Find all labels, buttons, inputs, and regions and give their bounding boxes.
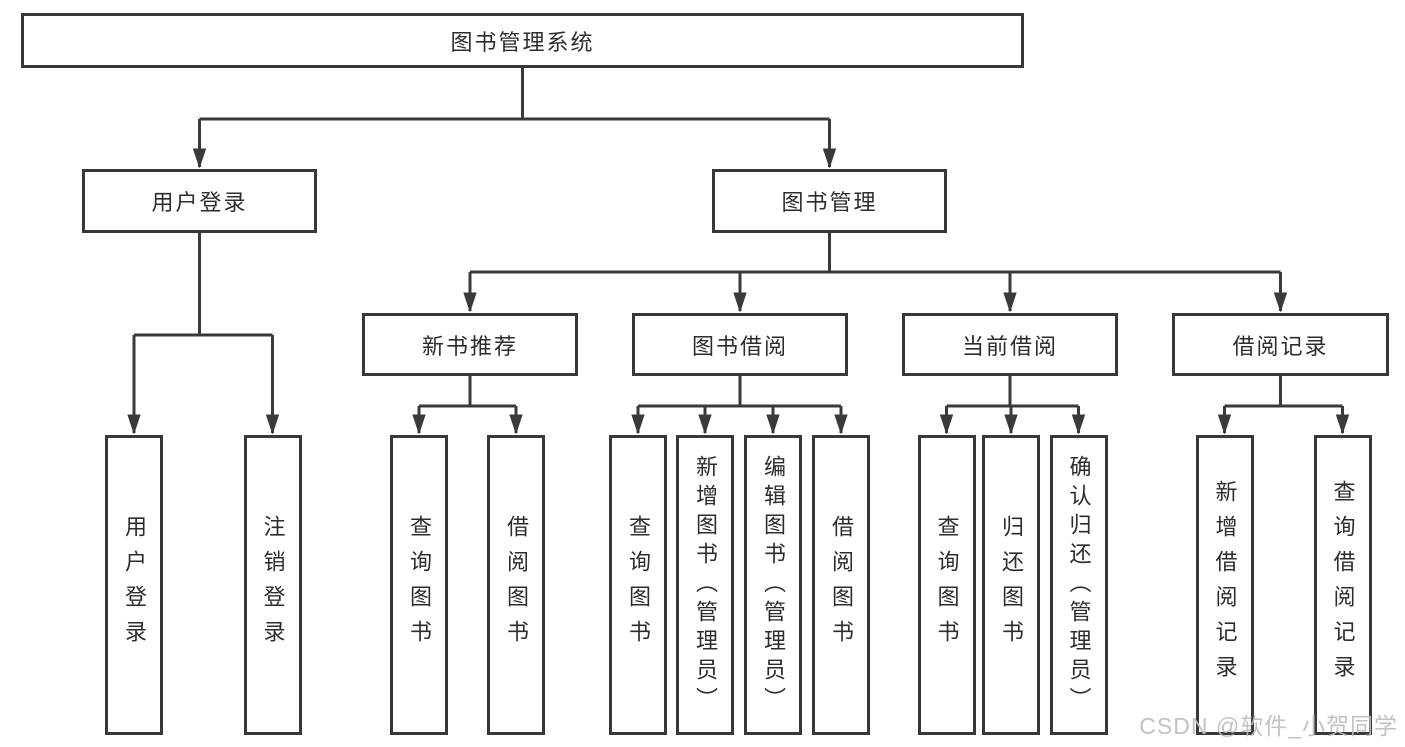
leaf-query-books-current: 查询图书	[917, 435, 976, 735]
connector-newbook-trunk	[419, 376, 516, 408]
leaf-add-borrow-record: 新增借阅记录	[1195, 435, 1254, 735]
leaf-query-books-recommend: 查询图书	[390, 435, 448, 735]
connector-borrow-trunk	[638, 376, 841, 408]
leaf-query-borrow-record: 查询借阅记录	[1313, 435, 1372, 735]
node-book-management: 图书管理	[712, 169, 947, 233]
leaf-query-books-borrow: 查询图书	[609, 435, 667, 735]
node-user-login: 用户登录	[82, 169, 317, 233]
leaf-add-book-admin: 新增图书（管理员）	[676, 435, 734, 735]
leaf-user-login: 用户登录	[105, 435, 163, 735]
node-borrowing-records: 借阅记录	[1172, 313, 1389, 376]
leaf-borrow-books: 借阅图书	[812, 435, 870, 735]
watermark-text: CSDN @软件_小贺同学	[1139, 713, 1398, 739]
connector-userlogin-trunk	[134, 233, 273, 337]
leaf-return-books: 归还图书	[982, 435, 1040, 735]
node-library-system: 图书管理系统	[21, 13, 1024, 68]
leaf-edit-book-admin: 编辑图书（管理员）	[744, 435, 802, 735]
leaf-confirm-return-admin: 确认归还（管理员）	[1049, 435, 1108, 735]
leaf-logout-login: 注销登录	[243, 435, 302, 735]
node-current-borrowing: 当前借阅	[902, 313, 1118, 376]
leaf-borrow-books-recommend: 借阅图书	[487, 435, 545, 735]
node-book-borrowing: 图书借阅	[632, 313, 848, 376]
connector-bookmgmt-trunk	[470, 233, 1281, 274]
node-new-book-recommend: 新书推荐	[362, 313, 578, 376]
connector-current-trunk	[946, 376, 1079, 408]
connector-records-trunk	[1224, 376, 1343, 408]
connector-root-trunk	[199, 68, 830, 121]
